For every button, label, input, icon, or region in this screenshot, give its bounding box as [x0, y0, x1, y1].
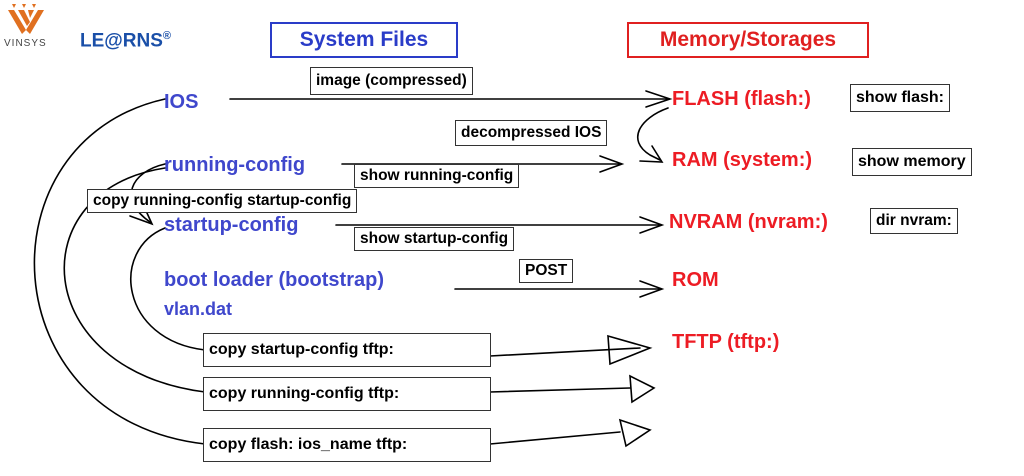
registered-mark: ® [162, 30, 172, 42]
dir-nvram-label: dir nvram: [870, 208, 958, 234]
startup-config-label: startup-config [164, 214, 299, 236]
boot-loader-label: boot loader (bootstrap) [164, 269, 384, 291]
ios-to-copy-curve [33, 98, 206, 445]
show-startup-config-label: show startup-config [354, 227, 515, 251]
copy-run-start-label: copy running-config startup-config [87, 189, 358, 213]
running-config-label: running-config [164, 154, 306, 176]
show-memory-label: show memory [852, 148, 972, 176]
startup-to-copy-curve [130, 227, 206, 351]
running-to-copy-curve [63, 167, 206, 393]
post-label: POST [519, 259, 574, 283]
copy-startup-to-tftp-arrow [489, 347, 641, 357]
flash-to-ram-arrow [637, 107, 669, 161]
nvram-label: NVRAM (nvram:) [669, 211, 828, 233]
copy-flash-tftp-label: copy flash: ios_name tftp: [203, 428, 491, 462]
learns-logo-text: LE@RNS [80, 30, 163, 52]
show-flash-label: show flash: [850, 84, 951, 112]
image-compressed-label: image (compressed) [310, 67, 473, 95]
copy-running-tftp-label: copy running-config tftp: [203, 377, 491, 411]
ram-label: RAM (system:) [672, 149, 813, 171]
show-running-config-label: show running-config [354, 164, 520, 188]
ios-label: IOS [164, 91, 199, 113]
vinsys-logo-text: VINSYS [4, 38, 47, 49]
vinsys-logo-mark [8, 4, 44, 34]
flash-label: FLASH (flash:) [672, 88, 811, 110]
system-files-header: System Files [270, 22, 458, 58]
copy-flash-to-tftp-arrow [489, 431, 621, 445]
tftp-label: TFTP (tftp:) [672, 331, 780, 353]
copy-running-to-tftp-arrow [489, 387, 631, 393]
memory-storages-header: Memory/Storages [627, 22, 869, 58]
learns-logo: LE@RNS® [80, 30, 171, 52]
vlan-dat-label: vlan.dat [164, 299, 233, 319]
running-to-startup-curve [130, 163, 166, 223]
rom-label: ROM [672, 269, 719, 291]
decompressed-ios-label: decompressed IOS [455, 120, 608, 146]
copy-startup-tftp-label: copy startup-config tftp: [203, 333, 491, 367]
